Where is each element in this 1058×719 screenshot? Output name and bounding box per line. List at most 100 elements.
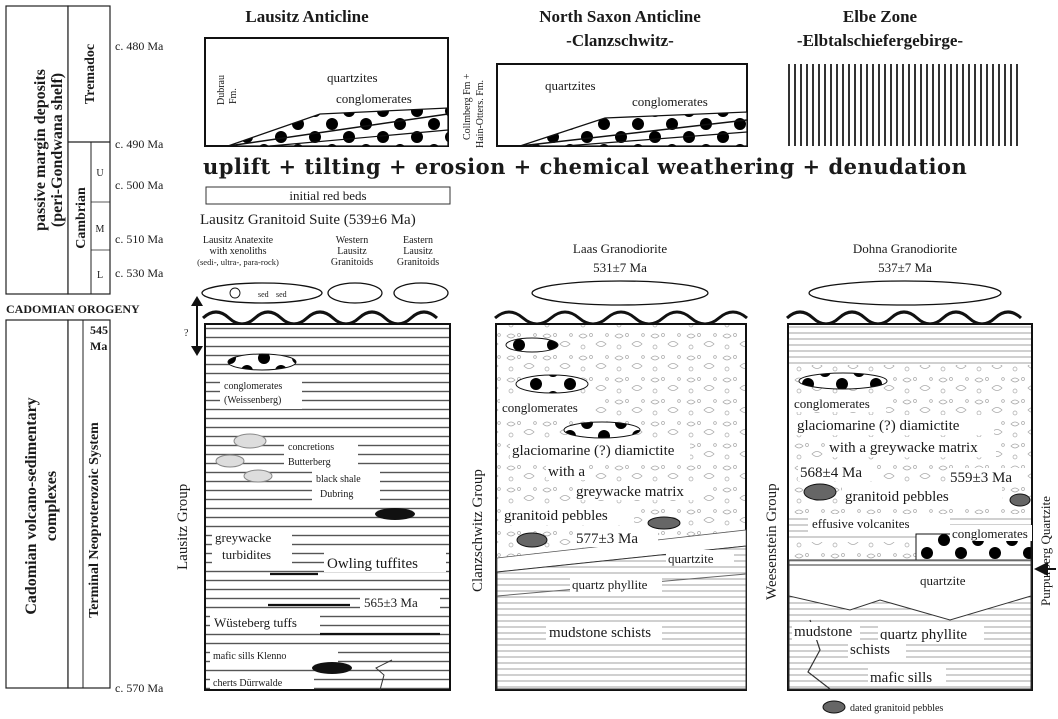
passive-margin-label-2: (peri-Gondwana shelf) [49,73,66,227]
dubrau-fm-label: Fm. [228,88,239,104]
weesen-quartzite-band [788,564,1032,621]
clanz-cong-lens-2 [515,374,589,394]
lausitz-cong-lens [227,353,297,371]
legend-pebble-swatch [822,700,846,714]
clanz-glacio-label: glaciomarine (?) diamictite [512,443,675,459]
western-label-2: Lausitz [337,246,367,257]
period-box-lower [67,319,111,689]
weesen-glacio-label: glaciomarine (?) diamictite [797,418,960,434]
lausitz-grey-label-bg [212,528,292,564]
weesen-matrix-label-bg [826,437,996,457]
purpurberg-label: Purpurberg Quartzite [1038,496,1053,606]
north-saxon-upper-box: quartzites conglomerates Collmberg Fm + … [462,63,748,148]
orogeny-question: ? [184,328,189,339]
anatexite-label-3: (sedi-, ultra-, para-rock) [197,257,279,267]
lausitz-age-label-bg [360,592,440,612]
lausitz-conc-label-2: Butterberg [288,457,331,468]
weesen-top-lines [789,325,1031,365]
xenolith-text-2: sed [276,290,287,299]
north-saxon-subtitle: -Clanzschwitz- [566,31,674,50]
cambrian-u-label: U [96,168,104,179]
eastern-label-3: Granitoids [397,257,439,268]
lausitz-wedge-line-2 [269,129,449,147]
north-saxon-conglomerates: conglomerates [632,94,708,109]
clanz-age-label: 577±3 Ma [576,531,638,547]
age-480: c. 480 Ma [115,39,164,53]
dohna-pluton [808,280,1002,306]
red-beds-label: initial red beds [289,188,366,203]
hain-otters-label: Hain-Otters. Fm. [475,80,486,148]
concretion-1 [233,433,267,449]
lausitz-conglomerate-wedge [227,107,449,147]
unconformity-weesen [785,310,1023,326]
lausitz-grey-label-2: turbidites [222,547,271,562]
lausitz-lower-column: conglomerates (Weissenberg) concretions … [204,323,451,691]
lausitz-owling-label-bg [324,552,446,572]
weesen-mudstone-label-bg [792,622,860,640]
lausitz-conc-label-1: concretions [288,442,334,453]
lausitz-owling-label: Owling tuffites [327,556,418,572]
clanz-mudstone-label: mudstone schists [549,625,651,641]
clanz-phyllite-label-bg [570,576,662,592]
lausitz-conglomerates: conglomerates [336,91,412,106]
weesen-quartzite-label: quartzite [920,573,966,588]
dohna-age: 537±7 Ma [878,260,932,275]
cambrian-label: Cambrian [74,187,89,249]
clanz-age-label-bg [574,529,658,547]
north-saxon-wedge-line [519,119,748,147]
lausitz-title: Lausitz Anticline [245,7,369,26]
collmberg-label: Collmberg Fm + [462,73,473,140]
laas-age: 531±7 Ma [593,260,647,275]
clanz-quartzite-label: quartzite [668,551,714,566]
weesen-glacio-label-bg [794,415,994,435]
eastern-pluton [393,282,449,304]
weesen-pebble-1 [803,483,837,501]
weesen-age1-label-bg [798,463,876,481]
weesen-age2-label: 559±3 Ma [950,470,1012,486]
lausitz-conc-label-bg [284,438,358,470]
weesen-schists-label: schists [850,642,890,658]
red-beds-box [205,186,451,205]
western-label-3: Granitoids [331,257,373,268]
black-shale-lens [375,508,415,520]
lausitz-cherts-label-bg [210,673,314,689]
weesen-pebble-2 [1009,493,1031,507]
orogeny-arrow-head-up [191,296,203,306]
elbe-title: Elbe Zone [843,7,918,26]
lausitz-black-label-2: Dubring [320,489,353,500]
lausitz-black-label-1: black shale [316,474,361,485]
weesen-cong-label-bg [792,394,886,412]
clanz-pebble-2 [516,532,548,548]
xenolith-text-1: sed [258,290,269,299]
granitoid-suite-label: Lausitz Granitoid Suite (539±6 Ma) [200,212,416,228]
anatexite-pluton [201,282,323,304]
cadomian-complex-label-1: Cadomian volcano-sedimentary [23,397,40,614]
lausitz-quartzites: quartzites [327,70,378,85]
clanz-group-label: Clanzschwitz Group [470,469,486,592]
lausitz-wust-label: Wüsteberg tuffs [214,615,297,630]
clanz-cong-lens-1 [505,337,559,353]
anatexite-label-1: Lausitz Anatexite [203,235,274,246]
neoproterozoic-label: Terminal Neoproterozoic System [87,422,102,618]
north-saxon-wedge-line-2 [564,131,748,147]
weesen-cong-lens [798,372,888,390]
elbe-subtitle: -Elbtalschiefergebirge- [797,31,964,50]
eastern-label-1: Eastern [403,235,433,246]
concretion-2 [215,454,245,468]
weesen-age1-label: 568±4 Ma [800,465,862,481]
clanz-mudstone-label-bg [546,622,662,642]
clanz-schist-zone [496,545,747,690]
weesen-volcanites-label-bg [808,514,950,532]
weesen-matrix-label: with a greywacke matrix [829,440,978,456]
clanz-with-a-label: with a [548,464,585,480]
lausitz-mafic-label: mafic sills Klenno [213,651,286,662]
unconformity-clanz [494,310,748,326]
xenolith-1 [229,287,241,299]
lausitz-cong-label-2: (Weissenberg) [224,395,281,406]
age-545: 545 [90,323,108,337]
unconformity-lausitz [201,310,439,326]
passive-margin-box [5,5,69,295]
clanz-glacio-label-bg [510,440,690,460]
dubrau-label: Dubrau [216,75,227,105]
cadomian-box [5,319,69,689]
